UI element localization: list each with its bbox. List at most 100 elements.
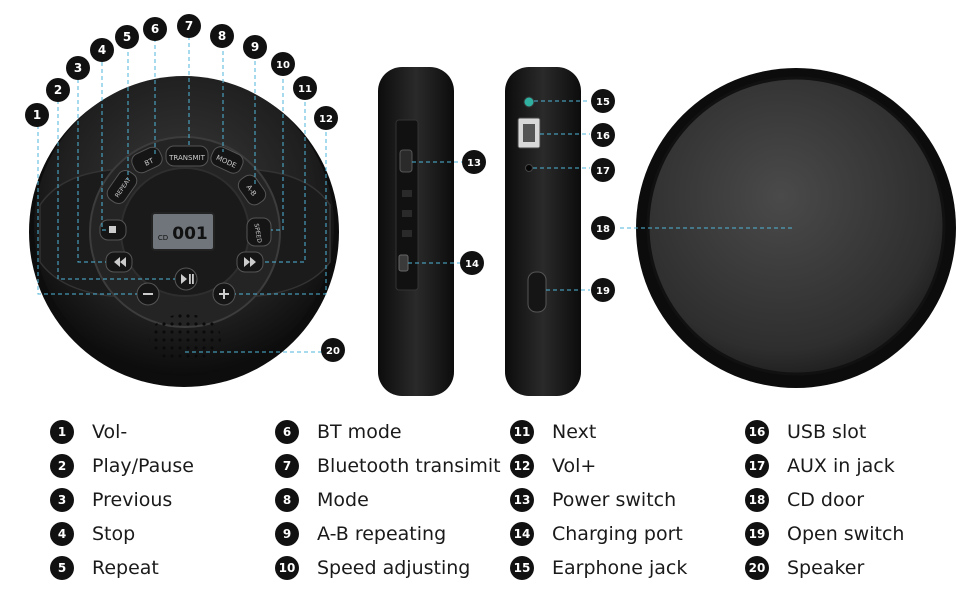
callout-6: 6: [143, 17, 167, 41]
legend-number: 12: [510, 454, 534, 478]
aux-jack[interactable]: [525, 164, 533, 172]
side-body-right: [505, 67, 581, 396]
legend-item: 7 Bluetooth transimit: [275, 452, 501, 480]
callout-1: 1: [25, 103, 49, 127]
legend-item: 1 Vol-: [50, 418, 127, 446]
legend-number: 3: [50, 488, 74, 512]
svg-text:10: 10: [276, 60, 290, 71]
svg-text:7: 7: [185, 19, 193, 33]
legend-label: Mode: [317, 489, 369, 511]
repeat-button[interactable]: REPEAT: [104, 167, 140, 206]
svg-text:13: 13: [467, 158, 481, 169]
open-switch[interactable]: [527, 271, 547, 313]
transmit-label: TRANSMIT: [168, 154, 205, 162]
svg-text:17: 17: [596, 166, 610, 177]
legend-number: 1: [50, 420, 74, 444]
legend-number: 14: [510, 522, 534, 546]
callout-2: 2: [46, 78, 70, 102]
lcd-cd-indicator: CD: [158, 234, 168, 242]
side-notch-3: [402, 230, 412, 237]
legend-number: 18: [745, 488, 769, 512]
legend-number: 15: [510, 556, 534, 580]
transmit-button[interactable]: TRANSMIT: [165, 145, 209, 167]
svg-text:1: 1: [33, 108, 41, 122]
svg-text:4: 4: [98, 43, 106, 57]
front-view: 001 CD TRANSMIT BT MODE REPEAT A-B: [29, 36, 339, 387]
next-button[interactable]: [236, 251, 264, 273]
svg-text:6: 6: [151, 22, 159, 36]
legend-number: 13: [510, 488, 534, 512]
power-switch[interactable]: [399, 149, 413, 173]
front-leader-lines: [37, 36, 327, 353]
svg-text:19: 19: [596, 286, 610, 297]
callout-20: 20: [321, 338, 345, 362]
legend-number: 7: [275, 454, 299, 478]
legend-label: Vol+: [552, 455, 597, 477]
callout-5: 5: [115, 25, 139, 49]
legend-item: 4 Stop: [50, 520, 135, 548]
legend-number: 9: [275, 522, 299, 546]
speaker-grille: [149, 314, 221, 362]
vol-plus-button[interactable]: [212, 282, 236, 306]
legend-item: 5 Repeat: [50, 554, 159, 582]
callout-8: 8: [210, 24, 234, 48]
side-notch-1: [402, 190, 412, 197]
legend-number: 16: [745, 420, 769, 444]
svg-text:11: 11: [298, 84, 312, 95]
legend-number: 17: [745, 454, 769, 478]
callout-9: 9: [243, 35, 267, 59]
legend-item: 12 Vol+: [510, 452, 596, 480]
charging-port[interactable]: [398, 254, 409, 272]
legend-label: Vol-: [92, 421, 128, 443]
svg-text:14: 14: [465, 259, 479, 270]
legend-item: 13 Power switch: [510, 486, 676, 514]
legend-label: Play/Pause: [92, 455, 194, 477]
stop-button[interactable]: [99, 219, 127, 241]
next-icon: [244, 257, 256, 267]
vol-minus-button[interactable]: [136, 282, 160, 306]
legend-label: BT mode: [317, 421, 402, 443]
stop-icon: [109, 226, 116, 233]
usb-slot-inner: [523, 124, 535, 142]
legend-label: Repeat: [92, 557, 159, 579]
legend-label: Power switch: [552, 489, 677, 511]
legend-label: Previous: [92, 489, 173, 511]
legend-label: Speaker: [787, 557, 865, 579]
speed-label: SPEED: [252, 223, 262, 244]
legend-number: 5: [50, 556, 74, 580]
svg-text:5: 5: [123, 30, 131, 44]
legend-label: Bluetooth transimit: [317, 455, 501, 477]
svg-text:20: 20: [326, 346, 340, 357]
legend-number: 8: [275, 488, 299, 512]
previous-icon: [114, 257, 126, 267]
legend-number: 20: [745, 556, 769, 580]
legend-label: Stop: [92, 523, 136, 545]
legend-label: AUX in jack: [787, 455, 895, 477]
ab-button[interactable]: A-B: [235, 172, 269, 208]
mode-button[interactable]: MODE: [208, 144, 245, 176]
previous-button[interactable]: [105, 251, 133, 273]
legend-label: Speed adjusting: [317, 557, 471, 579]
legend-number: 6: [275, 420, 299, 444]
earphone-jack[interactable]: [523, 96, 535, 108]
legend-label: Charging port: [552, 523, 683, 545]
speed-button[interactable]: SPEED: [246, 217, 272, 247]
legend-number: 4: [50, 522, 74, 546]
callout-17: 17: [591, 158, 615, 182]
callout-13: 13: [462, 150, 486, 174]
play-pause-button[interactable]: [174, 267, 198, 291]
cd-door[interactable]: [646, 76, 946, 376]
callout-3: 3: [66, 56, 90, 80]
callout-4: 4: [90, 38, 114, 62]
legend-label: USB slot: [787, 421, 867, 443]
svg-text:2: 2: [54, 83, 62, 97]
